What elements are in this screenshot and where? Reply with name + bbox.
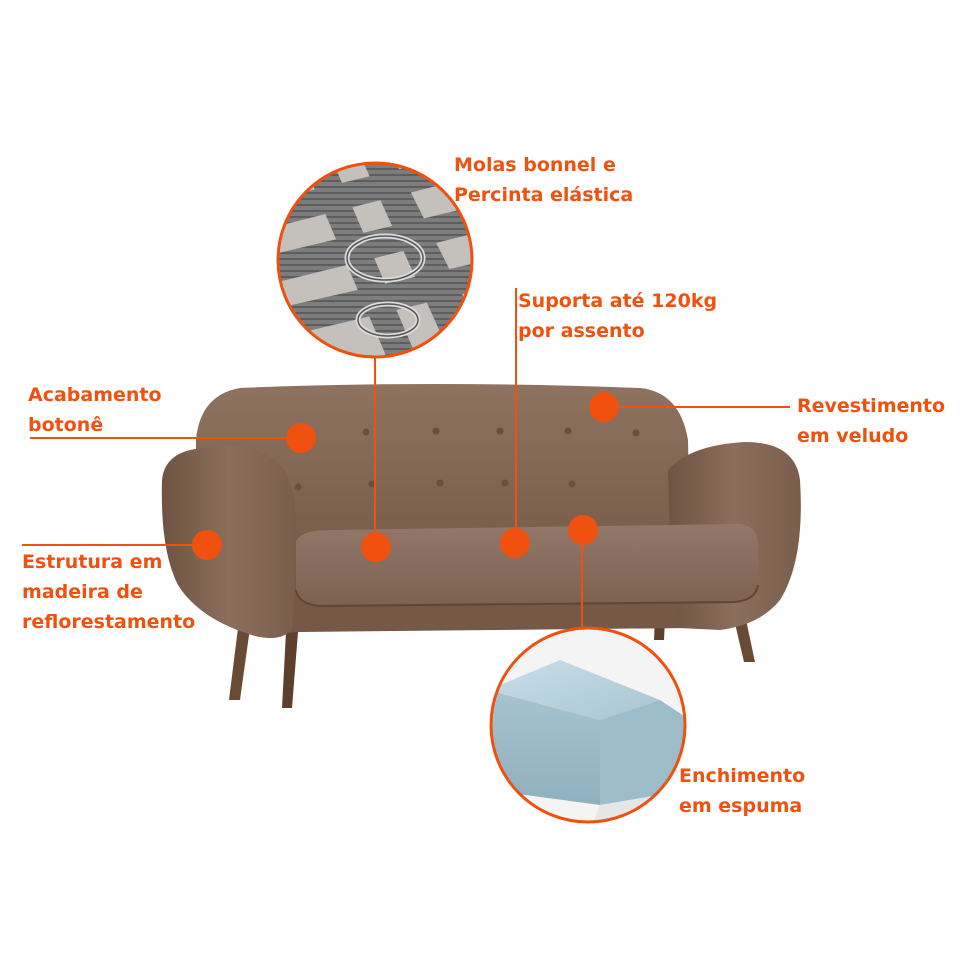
callout-springs-line1: Molas bonnel e	[454, 154, 616, 176]
dot-support	[500, 528, 530, 558]
callout-tufting-line2: botonê	[28, 414, 104, 436]
springs-detail-circle	[276, 161, 474, 359]
callout-frame: Estrutura em madeira de reflorestamento	[22, 547, 195, 637]
dot-tufting	[286, 423, 316, 453]
callout-springs-line2: Percinta elástica	[454, 184, 634, 206]
dot-springs	[361, 532, 391, 562]
callout-support: Suporta até 120kg por assento	[518, 286, 717, 346]
callout-frame-line2: madeira de	[22, 581, 143, 603]
callout-filling: Enchimento em espuma	[679, 761, 805, 821]
callout-support-line2: por assento	[518, 320, 645, 342]
dot-upholstery	[589, 392, 619, 422]
callout-support-line1: Suporta até 120kg	[518, 290, 718, 312]
dot-filling	[568, 515, 598, 545]
callout-tufting: Acabamento botonê	[28, 380, 162, 440]
callout-tufting-line1: Acabamento	[28, 384, 162, 406]
callout-springs: Molas bonnel e Percinta elástica	[454, 150, 633, 210]
callout-filling-line1: Enchimento	[679, 765, 806, 787]
sofa-backrest	[196, 384, 690, 540]
foam-detail-circle	[489, 626, 687, 824]
callout-frame-line1: Estrutura em	[22, 551, 163, 573]
callout-upholstery-line1: Revestimento	[797, 395, 946, 417]
dot-frame	[192, 530, 222, 560]
callout-lines	[22, 288, 790, 628]
callout-filling-line2: em espuma	[679, 795, 803, 817]
sofa-legs	[229, 615, 755, 708]
seat-cushion	[296, 524, 758, 606]
callout-frame-line3: reflorestamento	[22, 611, 196, 633]
sofa-left-arm	[161, 446, 297, 638]
callout-dots	[192, 392, 619, 562]
callout-upholstery: Revestimento em veludo	[797, 391, 945, 451]
tufting-buttons	[293, 427, 640, 491]
callout-upholstery-line2: em veludo	[797, 425, 909, 447]
